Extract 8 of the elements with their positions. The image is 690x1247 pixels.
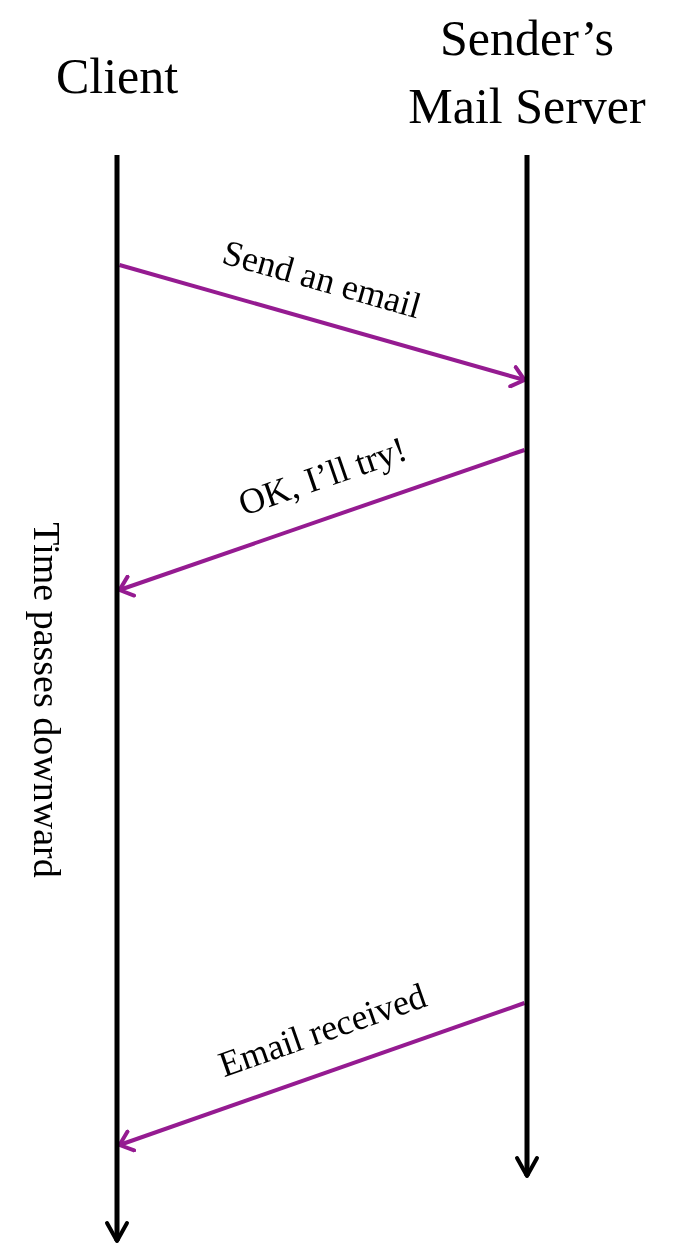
lifeline-arrow [515,155,539,1178]
participant-label: Sender’s Mail Server [397,4,657,140]
message-arrow [117,1001,526,1153]
time-axis-note: Time passes downward [24,522,69,878]
message-arrow [118,263,527,389]
message-arrow [117,448,526,598]
participant-label: Client [7,42,227,110]
lifeline-arrow [105,155,129,1243]
